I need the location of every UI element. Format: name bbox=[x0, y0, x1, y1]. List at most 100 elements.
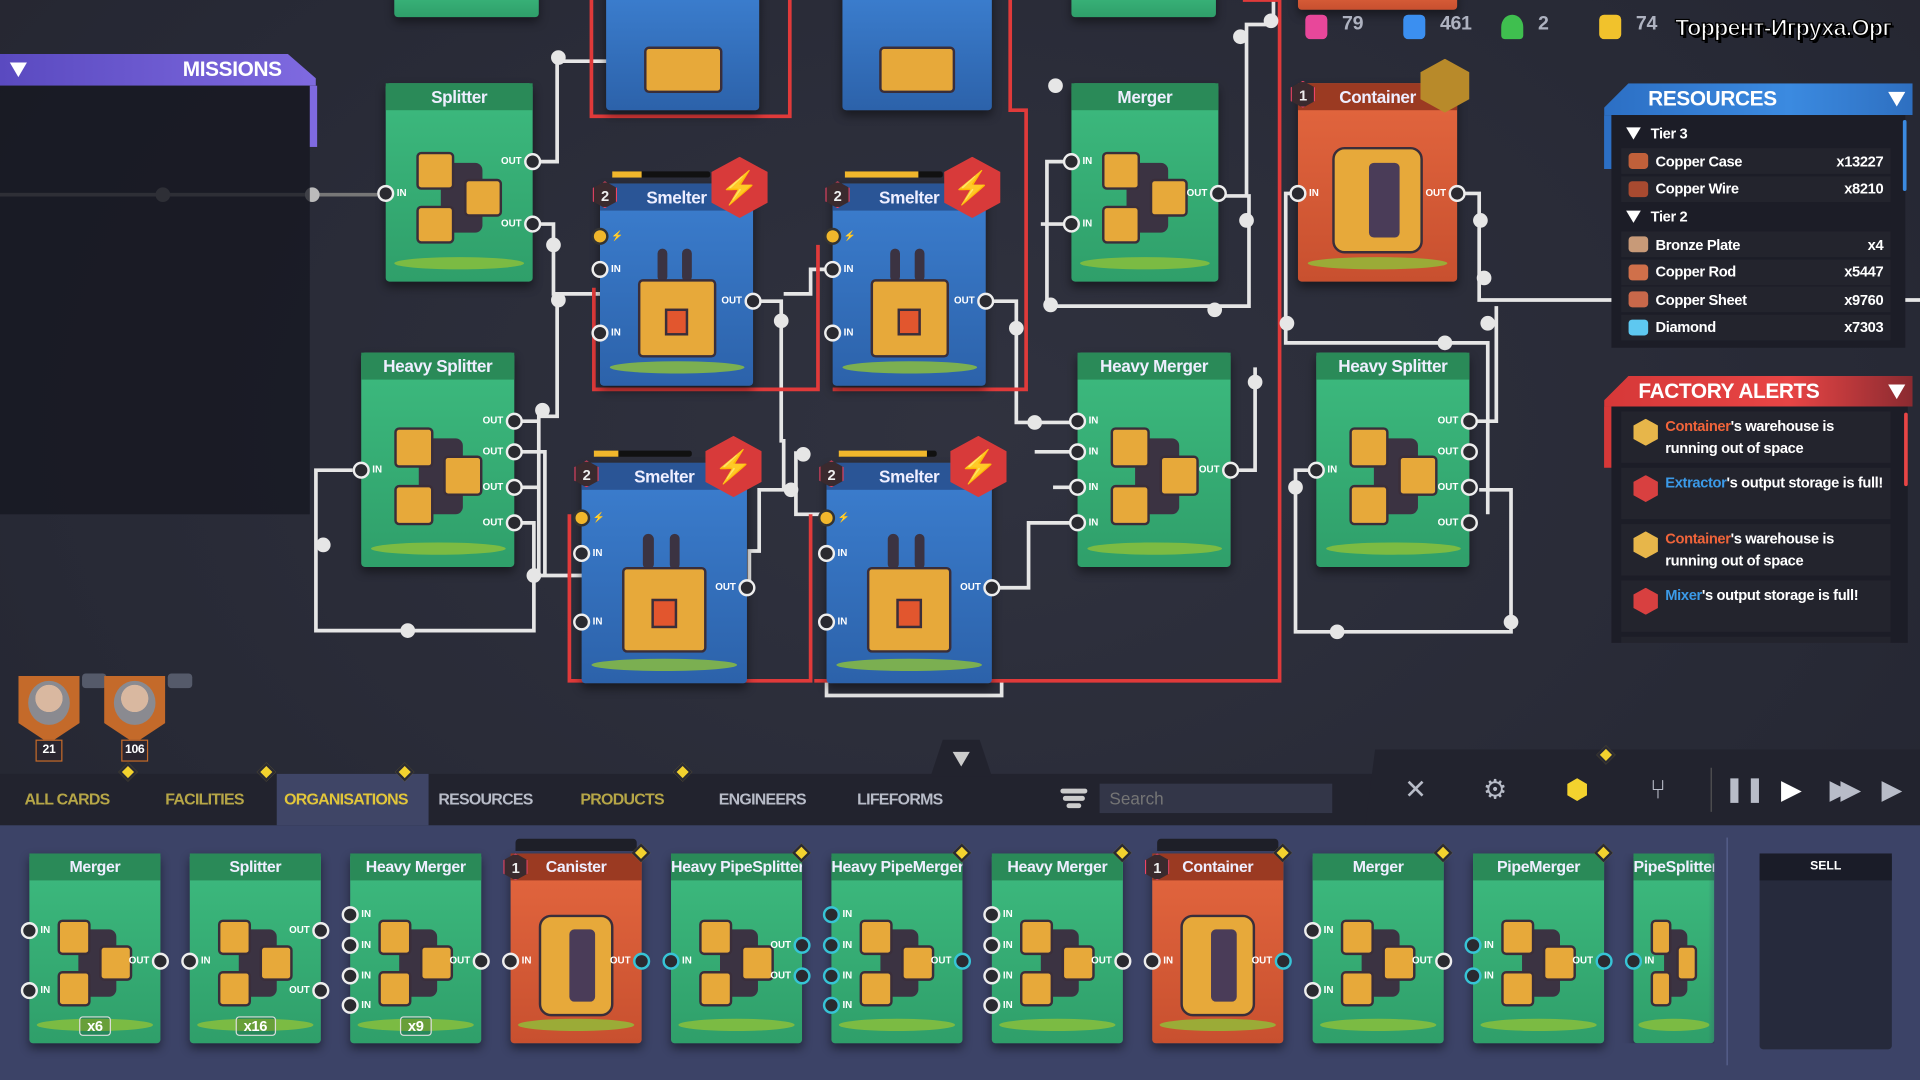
input-port[interactable] bbox=[341, 996, 359, 1014]
alert-item[interactable]: Fabricator's energy needs could not be bbox=[1621, 637, 1890, 643]
output-port[interactable] bbox=[505, 478, 523, 496]
output-port[interactable] bbox=[738, 579, 756, 597]
input-port[interactable] bbox=[817, 509, 836, 527]
chat-bubble-icon[interactable] bbox=[82, 673, 107, 689]
input-port[interactable] bbox=[1289, 184, 1307, 203]
output-port[interactable] bbox=[1222, 461, 1240, 479]
output-port[interactable] bbox=[524, 215, 542, 233]
input-port[interactable] bbox=[983, 936, 1001, 954]
tab-facilities[interactable]: FACILITIES bbox=[165, 789, 244, 809]
scrollbar[interactable] bbox=[1904, 412, 1908, 487]
input-port[interactable] bbox=[983, 967, 1001, 985]
output-port[interactable] bbox=[312, 982, 330, 1000]
input-port[interactable] bbox=[352, 461, 370, 479]
output-port[interactable] bbox=[793, 967, 811, 985]
input-port[interactable] bbox=[573, 544, 591, 563]
input-port[interactable] bbox=[341, 936, 359, 954]
tab-resources[interactable]: RESOURCES bbox=[438, 789, 533, 809]
expand-icon[interactable] bbox=[1626, 210, 1641, 223]
input-port[interactable] bbox=[817, 613, 836, 631]
fast-forward-icon[interactable]: ▶▶ bbox=[1829, 773, 1861, 805]
output-port[interactable] bbox=[1595, 952, 1613, 970]
input-port[interactable] bbox=[20, 922, 38, 940]
engineer-icon[interactable] bbox=[1501, 14, 1524, 40]
output-port[interactable] bbox=[505, 514, 523, 532]
collapse-icon[interactable] bbox=[9, 62, 27, 78]
tab-engineers[interactable]: ENGINEERS bbox=[718, 789, 807, 809]
output-port[interactable] bbox=[472, 952, 490, 970]
input-port[interactable] bbox=[181, 952, 199, 970]
input-port[interactable] bbox=[1068, 412, 1087, 430]
partial-card[interactable] bbox=[394, 0, 539, 18]
tab-lifeforms[interactable]: LIFEFORMS bbox=[857, 789, 943, 809]
sell-zone[interactable]: SELL bbox=[1759, 853, 1892, 1050]
fastest-icon[interactable]: ▶ bbox=[1881, 773, 1903, 805]
input-port[interactable] bbox=[1624, 952, 1643, 970]
pause-icon[interactable]: ❚❚ bbox=[1724, 776, 1766, 804]
output-port[interactable] bbox=[793, 936, 811, 954]
output-port[interactable] bbox=[312, 922, 330, 940]
filter-icon[interactable] bbox=[1060, 786, 1088, 813]
alert-item[interactable]: Extractor's output storage is full! bbox=[1621, 468, 1890, 519]
output-port[interactable] bbox=[1114, 952, 1132, 970]
output-port[interactable] bbox=[1274, 952, 1292, 970]
scrollbar[interactable] bbox=[1902, 120, 1907, 192]
collapse-icon[interactable] bbox=[1888, 91, 1906, 107]
network-icon[interactable]: ⑂ bbox=[1649, 773, 1667, 805]
input-port[interactable] bbox=[1143, 952, 1161, 970]
input-port[interactable] bbox=[1464, 967, 1482, 985]
input-port[interactable] bbox=[983, 996, 1001, 1014]
smelter-card-partial[interactable] bbox=[842, 0, 992, 111]
input-port[interactable] bbox=[1304, 922, 1322, 940]
output-port[interactable] bbox=[1448, 184, 1466, 203]
alert-subject[interactable]: Mixer bbox=[1665, 586, 1702, 604]
input-port[interactable] bbox=[824, 227, 842, 245]
chat-bubble-icon[interactable] bbox=[167, 673, 193, 689]
output-port[interactable] bbox=[1460, 412, 1478, 430]
input-port[interactable] bbox=[822, 996, 841, 1014]
resources-header[interactable]: RESOURCES bbox=[1604, 83, 1913, 116]
input-port[interactable] bbox=[573, 613, 591, 631]
alert-subject[interactable]: Extractor bbox=[1665, 473, 1727, 492]
partial-card[interactable] bbox=[1297, 0, 1458, 10]
input-port[interactable] bbox=[824, 324, 842, 342]
alert-item[interactable]: Container's warehouse is running out of … bbox=[1621, 524, 1890, 575]
input-port[interactable] bbox=[591, 260, 609, 278]
search-input[interactable] bbox=[1099, 783, 1333, 814]
output-port[interactable] bbox=[524, 153, 542, 171]
input-port[interactable] bbox=[822, 967, 841, 985]
input-port[interactable] bbox=[824, 260, 842, 278]
output-port[interactable] bbox=[977, 292, 995, 310]
card-pack-icon[interactable]: ⬢ bbox=[1565, 773, 1589, 805]
alert-subject[interactable]: Container bbox=[1665, 417, 1731, 435]
alerts-header[interactable]: FACTORY ALERTS bbox=[1604, 375, 1913, 407]
input-port[interactable] bbox=[573, 509, 591, 527]
tier-group-header[interactable]: Tier 2 bbox=[1621, 203, 1890, 229]
expand-icon[interactable] bbox=[1626, 126, 1641, 139]
input-port[interactable] bbox=[817, 544, 836, 563]
input-port[interactable] bbox=[502, 952, 520, 970]
output-port[interactable] bbox=[1209, 184, 1227, 203]
output-port[interactable] bbox=[151, 952, 169, 970]
tier-group-header[interactable]: Tier 3 bbox=[1621, 120, 1890, 146]
partial-card[interactable] bbox=[1071, 0, 1216, 18]
input-port[interactable] bbox=[1307, 461, 1325, 479]
output-port[interactable] bbox=[1435, 952, 1453, 970]
